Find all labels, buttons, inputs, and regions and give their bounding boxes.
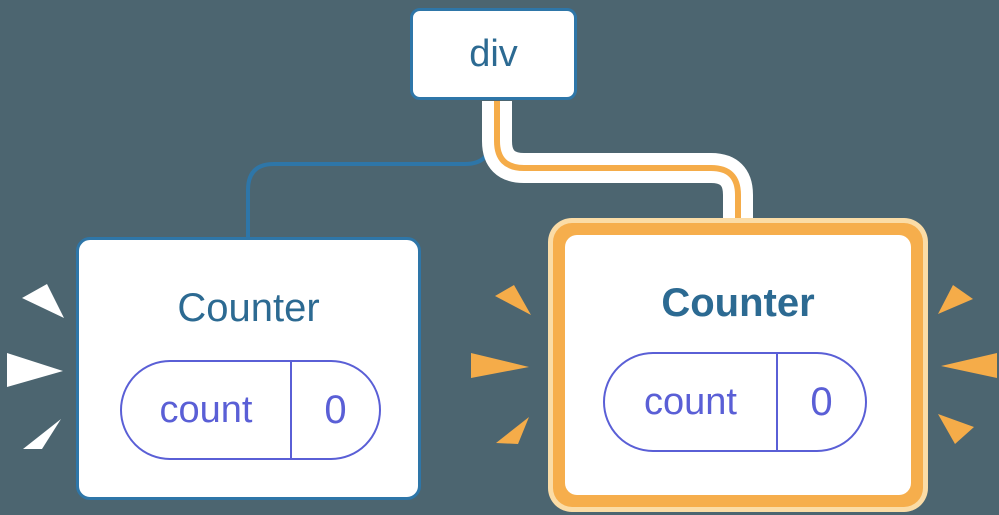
state-key-left: count — [159, 388, 253, 431]
root-node-label: div — [469, 32, 518, 75]
orange-spark-right-bottom-icon — [938, 414, 974, 444]
root-node: div — [410, 8, 577, 100]
state-pill-left: count 0 — [120, 360, 381, 460]
connector-highlight-casing — [482, 101, 753, 220]
orange-spark-left-top-icon — [495, 285, 531, 315]
counter-card-left: Counter count 0 — [76, 237, 421, 500]
white-spark-top-icon — [22, 284, 64, 318]
white-spark-bottom-icon — [23, 419, 61, 449]
orange-spark-left-bottom-icon — [496, 417, 529, 444]
state-key-right: count — [644, 380, 737, 423]
orange-spark-left-middle-icon — [471, 353, 529, 378]
orange-spark-right-middle-icon — [941, 353, 997, 378]
counter-card-right: Counter count 0 — [565, 235, 911, 495]
orange-spark-right-top-icon — [938, 285, 973, 314]
state-pill-divider-right — [776, 354, 778, 450]
white-spark-middle-icon — [7, 353, 63, 387]
state-value-right: 0 — [810, 379, 833, 424]
counter-card-right-highlight-ring: Counter count 0 — [548, 218, 928, 512]
state-pill-right: count 0 — [603, 352, 867, 452]
connector-blue-edge — [246, 101, 493, 240]
counter-card-right-highlight-band: Counter count 0 — [553, 223, 923, 507]
state-pill-divider-left — [290, 362, 292, 458]
connector-highlight-edge — [494, 101, 741, 220]
counter-card-right-content: Counter count 0 — [565, 235, 911, 495]
state-value-left: 0 — [324, 387, 347, 432]
counter-card-left-content: Counter count 0 — [79, 240, 418, 497]
counter-title-left: Counter — [177, 285, 320, 330]
counter-title-right: Counter — [661, 280, 815, 325]
